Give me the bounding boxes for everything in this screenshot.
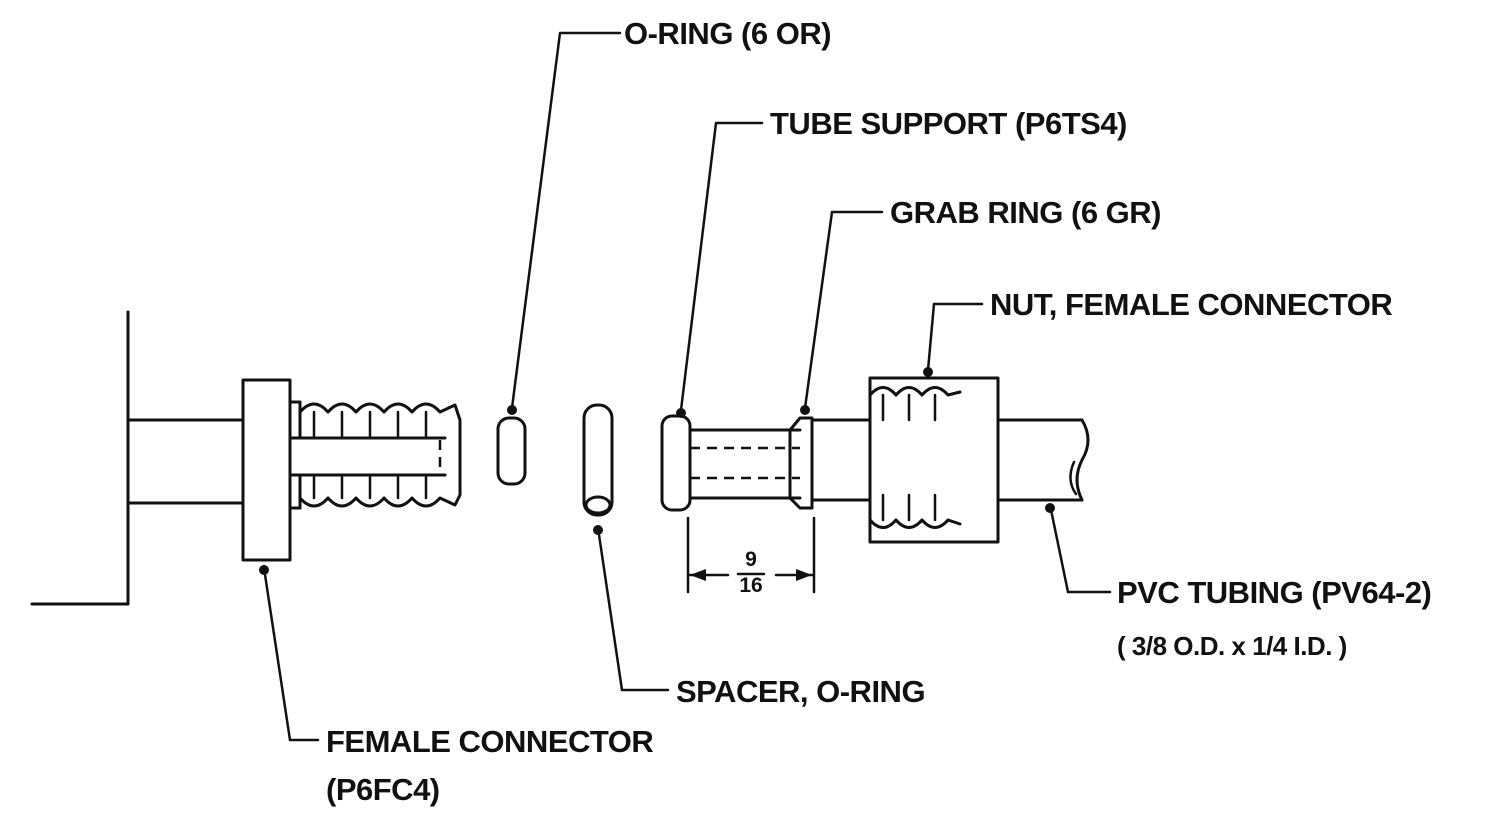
label-nut: NUT, FEMALE CONNECTOR xyxy=(990,287,1392,322)
label-spacer: SPACER, O-RING xyxy=(676,674,925,709)
leader-lines xyxy=(259,31,1112,742)
female-connector-part xyxy=(126,378,462,562)
label-pvc-tubing-size: ( 3/8 O.D. x 1/4 I.D. ) xyxy=(1117,631,1347,661)
o-ring-part xyxy=(496,416,527,486)
dimension-marker: 9 16 xyxy=(686,516,816,597)
pvc-tubing-part xyxy=(810,418,1090,502)
label-o-ring: O-RING (6 OR) xyxy=(624,16,831,51)
tube-support-part xyxy=(660,414,814,512)
spacer-part xyxy=(582,403,614,517)
dimension-denominator: 16 xyxy=(739,574,762,597)
label-grab-ring: GRAB RING (6 GR) xyxy=(890,195,1161,230)
bulkhead-wall xyxy=(30,310,130,606)
label-tube-support: TUBE SUPPORT (P6TS4) xyxy=(770,106,1127,141)
dimension-numerator: 9 xyxy=(745,548,757,571)
label-female-connector-part: (P6FC4) xyxy=(326,772,440,807)
label-pvc-tubing: PVC TUBING (PV64-2) xyxy=(1117,575,1431,610)
label-female-connector: FEMALE CONNECTOR xyxy=(326,724,653,759)
nut-part xyxy=(868,376,1000,544)
